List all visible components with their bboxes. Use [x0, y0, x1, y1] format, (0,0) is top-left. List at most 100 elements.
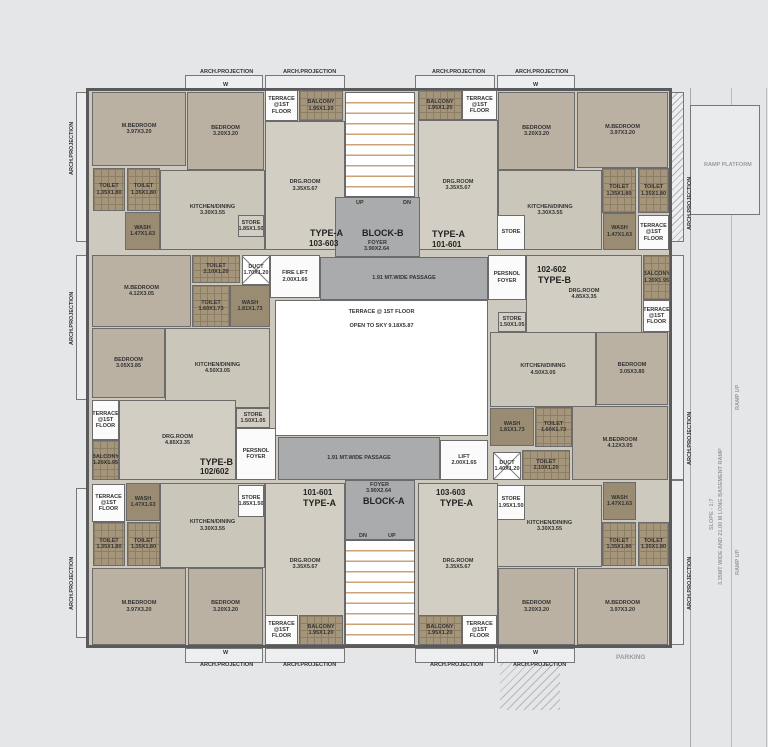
staircase-block-b — [345, 92, 415, 197]
room-name: DUCT — [499, 459, 515, 466]
room-size: 1.95X1.20 — [308, 105, 334, 112]
ramp-edge-line — [766, 88, 767, 747]
room-name: TOILET — [133, 537, 154, 544]
unit-type: TYPE-A — [440, 498, 474, 508]
stair-down-label: DN — [359, 533, 367, 539]
foyer-size: 3.90X2.64 — [366, 488, 392, 494]
room-name: BALCONY — [426, 623, 454, 630]
room-size: 1.85X1.50 — [238, 226, 264, 232]
room-size: 1.47X1.63 — [606, 231, 633, 238]
room-size: OPEN TO SKY 9.18X5.87 — [349, 323, 414, 330]
room-name: 1.91 MT.WIDE PASSAGE — [327, 455, 391, 462]
room-name: BEDROOM — [211, 600, 240, 607]
room-name: KITCHEN/DINING — [189, 203, 236, 210]
room-size: 1.35X1.80 — [606, 190, 632, 197]
room-size: 1.95X1.50 — [498, 502, 524, 509]
room-name: TOILET — [206, 262, 226, 269]
block-a-foyer — [345, 480, 415, 540]
room-size: 2.00X1.65 — [282, 276, 308, 283]
ramp-platform-label: RAMP PLATFORM — [704, 162, 752, 168]
arch-projection — [265, 648, 345, 663]
room-name: KITCHEN/DINING — [520, 363, 566, 370]
room-name: BALCONY — [426, 98, 454, 105]
unit-number: 101-601 — [303, 488, 333, 497]
room-size: 1.35X1.80 — [640, 190, 667, 197]
room-size: 3.20X3.20 — [212, 606, 239, 613]
arch-projection — [497, 648, 575, 663]
room-size: 1.35X1.80 — [130, 544, 157, 550]
room-name: 1.91 MT.WIDE PASSAGE — [372, 275, 436, 282]
room-size: 3.97X3.20 — [609, 130, 636, 136]
room-name: BEDROOM — [522, 600, 551, 607]
room-size: 3.20X3.20 — [523, 131, 550, 137]
ramp-up-label: RAMP UP — [735, 384, 741, 410]
unit-number: 101-601 — [432, 240, 462, 249]
arch-projection-label: ARCH.PROJECTION — [69, 291, 75, 345]
room-name: STORE — [501, 229, 521, 236]
window-label: W — [223, 650, 229, 656]
room-name: BEDROOM — [114, 356, 143, 363]
arch-projection-label: ARCH.PROJECTION — [687, 411, 693, 465]
room-name: STORE — [243, 411, 263, 418]
room-size: 3.30X3.55 — [199, 525, 226, 532]
room-size: 3.35X5.67 — [292, 564, 318, 570]
arch-projection-label: ARCH.PROJECTION — [200, 69, 254, 75]
room-name: PERSNOL FOYER — [242, 447, 270, 460]
room-name: TERRACE @1ST FLOOR — [643, 306, 670, 326]
room-name: WASH — [503, 420, 521, 427]
ramp-platform — [690, 105, 760, 215]
room-size: 1.95X1.20 — [308, 630, 334, 636]
room-size: 1.35X1.80 — [640, 544, 667, 550]
room-name: TOILET — [201, 299, 221, 306]
room-name: TOILET — [643, 537, 664, 544]
room-terrace-1st-floor: TERRACE @1ST FLOOR — [265, 90, 298, 121]
stair-up-label: UP — [356, 200, 364, 206]
room-size: 3.30X3.55 — [536, 526, 563, 532]
room-size: 1.81X1.73 — [237, 306, 263, 312]
unit-number: 102/602 — [200, 467, 229, 476]
room-size: 3.35X5.67 — [292, 185, 318, 192]
room-name: PERSNOL FOYER — [493, 271, 521, 284]
room-name: TERRACE @1ST FLOOR — [466, 95, 493, 115]
arch-projection — [670, 255, 684, 480]
room-size: 3.35X5.67 — [445, 564, 471, 570]
room-size: 2.00X1.65 — [451, 460, 477, 466]
arch-projection-label: ARCH.PROJECTION — [283, 662, 337, 668]
room-size: 4.85X3.35 — [164, 440, 191, 446]
room-size: 1.50X1.05 — [240, 418, 266, 424]
arch-projection-label: ARCH.PROJECTION — [283, 69, 337, 75]
room-size: 1.40X1.20 — [494, 466, 520, 472]
room-name: BEDROOM — [522, 124, 551, 131]
room-size: 3.05X3.85 — [619, 368, 645, 375]
room-name: FIRE LIFT — [282, 270, 308, 277]
arch-projection — [670, 480, 684, 645]
arch-projection-label: ARCH.PROJECTION — [513, 662, 567, 668]
arch-projection-label: ARCH.PROJECTION — [515, 69, 569, 75]
room-name: M.BEDROOM — [602, 436, 638, 443]
room-name: DRG.ROOM — [162, 433, 193, 440]
room-name: WASH — [611, 225, 628, 232]
room-name: BALCONY — [307, 99, 335, 106]
room-name: TERRACE @1ST FLOOR — [92, 410, 119, 430]
window-label: W — [533, 650, 539, 656]
room-name: DRG.ROOM — [289, 557, 321, 564]
room-size: 3.97X3.20 — [126, 606, 152, 613]
stair-down-label: DN — [403, 200, 411, 206]
room-name: DRG.ROOM — [568, 287, 600, 294]
arch-projection-label: ARCH.PROJECTION — [687, 556, 693, 610]
